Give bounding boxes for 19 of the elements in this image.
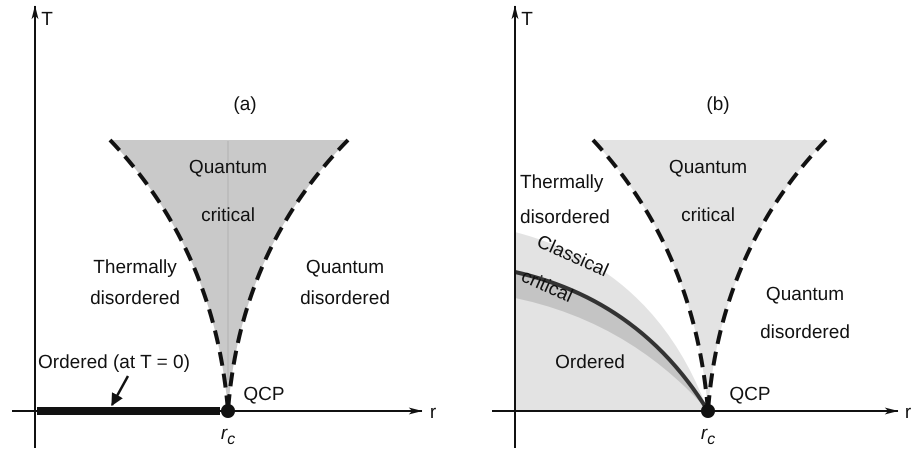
region-label: Quantum critical [188,156,268,228]
axis-label: r [430,402,436,424]
region-label: Thermally disordered [89,256,181,311]
axis-label: r [904,402,912,424]
region-label: Quantum critical [668,156,748,228]
panel-label: (b) [706,94,730,116]
region-label: Quantum disordered [299,256,391,311]
region-label: Ordered [555,352,625,374]
point-label: QCP [243,384,285,406]
region-label: Thermally disordered [520,171,611,230]
phase-label: Ordered (at T = 0) [38,350,228,376]
leader-arrow [110,375,130,406]
axis-label: T [41,9,53,31]
tick-label: r$_{c}$ [700,423,716,449]
panel-label: (a) [233,94,257,116]
tick-label: r$_{c}$ [220,423,236,449]
region-label: Quantum disordered [759,283,851,345]
axis-label: T [521,9,533,31]
point-label: QCP [729,384,771,406]
